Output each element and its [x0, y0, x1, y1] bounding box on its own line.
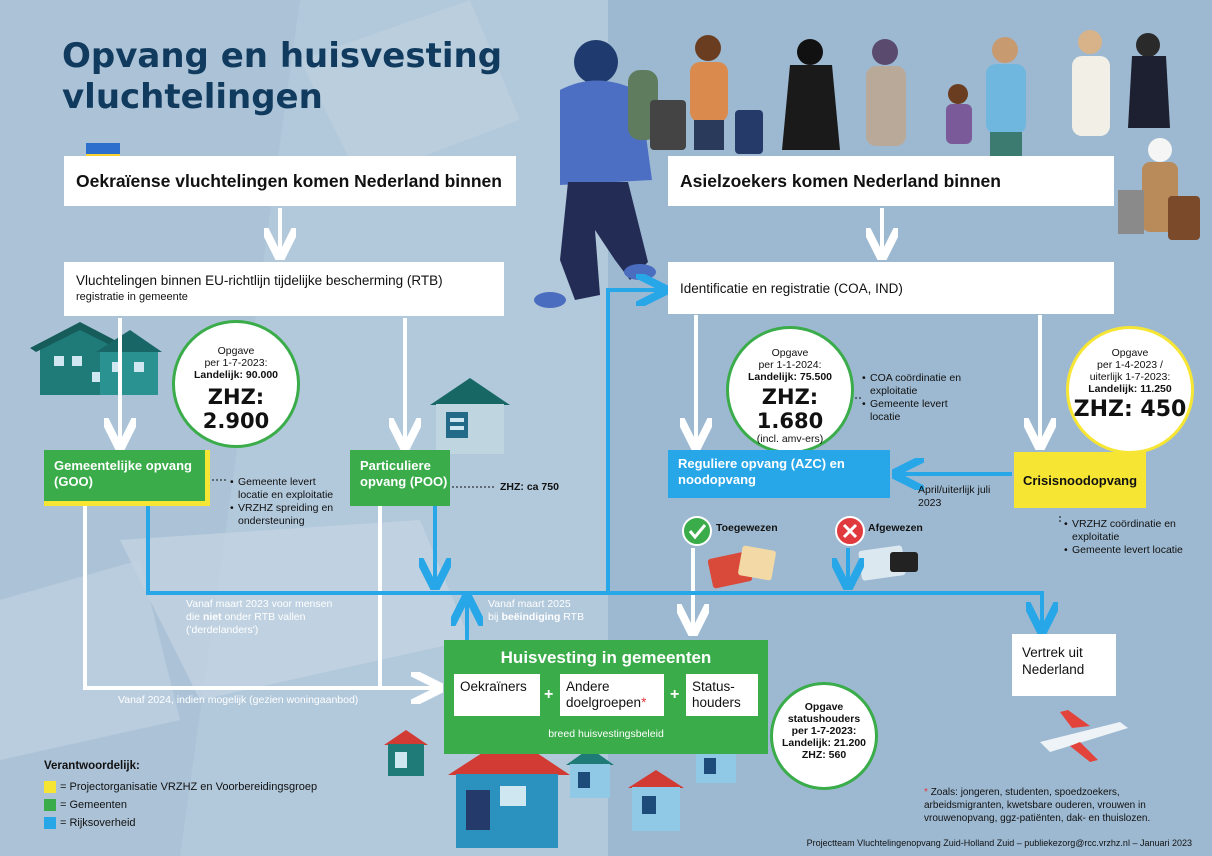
- housing-panel: Huisvesting in gemeenten Oekraïners + An…: [444, 640, 768, 754]
- asylum-header: Asielzoekers komen Nederland binnen: [668, 156, 1114, 206]
- housing-box-other-groups: Andere doelgroepen*: [560, 674, 664, 716]
- credit-line: Projectteam Vluchtelingenopvang Zuid-Hol…: [806, 838, 1192, 848]
- circle-line: ZHZ: 560: [801, 749, 847, 761]
- flow-text: bij: [488, 611, 502, 623]
- legend-swatch: [44, 799, 56, 811]
- housing-subtitle: breed huisvestingsbeleid: [548, 728, 664, 740]
- plus-sign: +: [544, 686, 554, 703]
- april-label: April/uiterlijk juli 2023: [918, 484, 991, 509]
- rejected-label: Afgewezen: [868, 522, 923, 534]
- circle-line: Opgave: [217, 345, 255, 357]
- housing-box-ukrainians: Oekraïners: [454, 674, 540, 716]
- flow-label-2024: Vanaf 2024, indien mogelijk (gezien woni…: [118, 694, 359, 706]
- walking-person-illustration: [534, 40, 658, 308]
- legend-item: = Projectorganisatie VRZHZ en Voorbereid…: [44, 778, 364, 796]
- footnote-star: *: [924, 787, 928, 798]
- rtb-box: Vluchtelingen binnen EU-richtlijn tijdel…: [64, 262, 504, 316]
- note-item: Gemeente levert locatie: [1064, 544, 1184, 557]
- plus-sign: +: [670, 686, 680, 703]
- circle-line: uiterlijk 1-7-2023:: [1089, 371, 1171, 383]
- rtb-subtitle: registratie in gemeente: [76, 291, 188, 303]
- refugees-crowd-illustration: [650, 30, 1200, 240]
- legend-label: = Projectorganisatie VRZHZ en Voorbereid…: [60, 781, 318, 793]
- flow-text: RTB: [560, 611, 585, 623]
- circle-line: per 1-1-2024:: [758, 359, 822, 371]
- flow-text: Vanaf maart 2025: [488, 598, 571, 610]
- legend-item: = Gemeenten: [44, 796, 364, 814]
- circle-line: per 1-4-2023 /: [1097, 359, 1163, 371]
- flow-text-bold: beëindiging: [501, 611, 561, 623]
- poo-note: ZHZ: ca 750: [500, 481, 559, 493]
- circle-line: Opgave: [771, 347, 809, 359]
- map-shape: [0, 560, 180, 760]
- status-holders-circle: Opgave statushouders per 1-7-2023: Lande…: [770, 682, 878, 790]
- housing-title: Huisvesting in gemeenten: [500, 648, 712, 667]
- legend-label: = Gemeenten: [60, 799, 127, 811]
- flow-label-maart-2023: Vanaf maart 2023 voor mensen die niet on…: [186, 598, 336, 637]
- circle-line: per 1-7-2023:: [204, 357, 268, 369]
- circle-big: ZHZ: 2.900: [202, 385, 270, 433]
- regulier-notes: COA coördinatie en exploitatie Gemeente …: [862, 372, 962, 424]
- identification-box: Identificatie en registratie (COA, IND): [668, 262, 1114, 314]
- rtb-title: Vluchtelingen binnen EU-richtlijn tijdel…: [76, 273, 443, 288]
- legend-item: = Rijksoverheid: [44, 814, 364, 832]
- check-icon: [682, 516, 712, 546]
- circle-line: Landelijk: 90.000: [193, 369, 279, 381]
- circle-line: Landelijk: 21.200: [781, 737, 867, 749]
- housing-box-label: Andere doelgroepen: [566, 679, 642, 710]
- footnote: * Zoals: jongeren, studenten, spoedzoeke…: [924, 786, 1194, 825]
- page-title: Opvang en huisvesting vluchtelingen: [62, 36, 503, 117]
- circle-line: per 1-7-2023:: [791, 725, 857, 737]
- legend-swatch: [44, 781, 56, 793]
- regulier-box: Reguliere opvang (AZC) en noodopvang: [668, 450, 890, 498]
- poo-box: Particuliere opvang (POO): [350, 450, 450, 506]
- goo-box: Gemeentelijke opvang (GOO): [44, 450, 210, 506]
- footnote-text: Zoals: jongeren, studenten, spoedzoekers…: [924, 787, 1151, 824]
- airplane-illustration: [1040, 710, 1128, 762]
- house-illustration-large: [30, 322, 162, 395]
- departure-box: Vertrek uit Nederland: [1012, 634, 1116, 696]
- passports-illustration: [707, 545, 918, 589]
- circle-line: Landelijk: 75.500: [747, 371, 833, 383]
- legend-title: Verantwoordelijk:: [44, 760, 140, 772]
- circle-line: (incl. amv-ers): [756, 433, 824, 445]
- note-item: Gemeente levert locatie: [862, 398, 962, 424]
- crisis-quota-circle: Opgave per 1-4-2023 / uiterlijk 1-7-2023…: [1066, 326, 1194, 454]
- asylum-quota-circle: Opgave per 1-1-2024: Landelijk: 75.500 Z…: [726, 326, 854, 454]
- map-shape: [120, 520, 470, 700]
- housing-box-status-holders: Status-houders: [686, 674, 758, 716]
- crisis-notes: VRZHZ coördinatie en exploitatie Gemeent…: [1064, 518, 1184, 557]
- note-item: Gemeente levert locatie en exploitatie: [230, 476, 348, 502]
- note-item: VRZHZ spreiding en ondersteuning: [230, 502, 348, 528]
- map-shape: [300, 0, 520, 180]
- circle-line: Landelijk: 11.250: [1088, 383, 1172, 395]
- cross-icon: [835, 516, 865, 546]
- house-illustration-teal: [430, 378, 510, 454]
- house-illustration-bottom: [384, 730, 740, 848]
- footnote-star: *: [641, 695, 647, 710]
- circle-line: Opgave: [1111, 347, 1149, 359]
- circle-line: statushouders: [787, 713, 861, 725]
- crisis-box: Crisisnoodopvang: [1014, 452, 1146, 508]
- note-item: COA coördinatie en exploitatie: [862, 372, 962, 398]
- assigned-label: Toegewezen: [716, 522, 778, 534]
- legend: Verantwoordelijk: = Projectorganisatie V…: [44, 760, 364, 832]
- circle-big: ZHZ: 1.680: [756, 385, 824, 433]
- flow-label-maart-2025: Vanaf maart 2025 bij beëindiging RTB: [488, 598, 608, 624]
- flow-text: Vanaf maart 2023 voor mensen die: [186, 598, 333, 623]
- circle-big: ZHZ: 450: [1073, 397, 1187, 422]
- legend-swatch: [44, 817, 56, 829]
- legend-label: = Rijksoverheid: [60, 817, 136, 829]
- flow-text-bold: niet: [202, 611, 222, 623]
- ukraine-quota-circle: Opgave per 1-7-2023: Landelijk: 90.000 Z…: [172, 320, 300, 448]
- circle-line: Opgave: [804, 701, 844, 713]
- note-item: VRZHZ coördinatie en exploitatie: [1064, 518, 1184, 544]
- goo-notes: Gemeente levert locatie en exploitatie V…: [230, 476, 348, 528]
- flow-text: onder RTB vallen ('derdelanders'): [186, 611, 306, 636]
- ukraine-header: Oekraïense vluchtelingen komen Nederland…: [64, 156, 516, 206]
